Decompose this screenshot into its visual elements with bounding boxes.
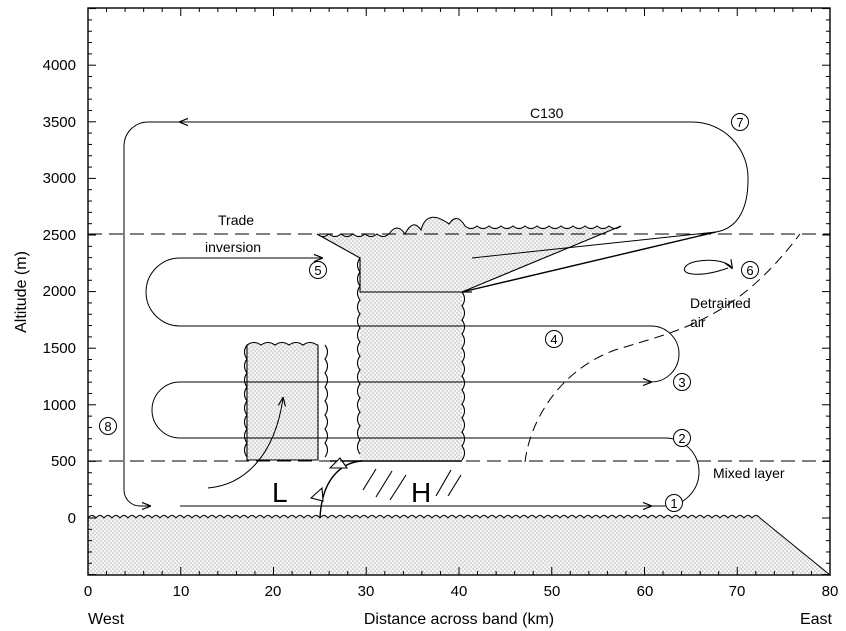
leg-marker: 5: [310, 262, 327, 279]
east-label: East: [800, 611, 833, 628]
low-pressure-label: L: [272, 477, 288, 508]
y-tick-label: 4000: [43, 57, 76, 74]
x-tick-label: 0: [84, 583, 92, 600]
sea-surface: [88, 516, 830, 576]
y-tick-label: 2000: [43, 283, 76, 300]
y-tick-label: 3500: [43, 114, 76, 131]
main-cloud-anvil: [317, 217, 621, 292]
leg-marker: 1: [666, 495, 683, 512]
y-tick-label: 3000: [43, 170, 76, 187]
svg-text:7: 7: [736, 115, 743, 130]
leg-marker: 4: [546, 331, 563, 348]
detrained-air-label: air: [690, 314, 706, 330]
west-label: West: [88, 611, 125, 628]
y-axis-title: Altitude (m): [13, 251, 30, 333]
leg-marker: 8: [100, 418, 117, 435]
svg-text:4: 4: [550, 332, 557, 347]
svg-text:1: 1: [670, 496, 677, 511]
svg-text:8: 8: [104, 419, 111, 434]
leg-marker: 3: [674, 374, 691, 391]
x-tick-label: 60: [637, 583, 654, 600]
main-cloud-right-edge: [462, 292, 465, 460]
front-barb-lower: [311, 488, 323, 501]
high-pressure-label: H: [411, 477, 431, 508]
front-barb-upper: [330, 458, 347, 468]
y-tick-label: 1500: [43, 340, 76, 357]
x-tick-label: 50: [544, 583, 561, 600]
aircraft-label: C130: [530, 105, 564, 121]
svg-text:2: 2: [678, 431, 685, 446]
leg-marker: 6: [742, 262, 759, 279]
x-tick-label: 30: [358, 583, 375, 600]
leg-marker: 2: [674, 430, 691, 447]
x-tick-label: 40: [451, 583, 468, 600]
trade-inversion-label: inversion: [205, 239, 261, 255]
svg-text:6: 6: [746, 263, 753, 278]
detrained-air-label: Detrained: [690, 295, 751, 311]
y-tick-label: 500: [51, 453, 76, 470]
left-cloud-right-edge: [325, 345, 328, 457]
y-tick-label: 0: [68, 510, 76, 527]
y-tick-label: 2500: [43, 227, 76, 244]
svg-text:3: 3: [678, 375, 685, 390]
x-tick-label: 20: [265, 583, 282, 600]
gust-front: [320, 461, 362, 518]
mixed-layer-label: Mixed layer: [713, 465, 785, 481]
x-axis-title: Distance across band (km): [364, 611, 554, 628]
y-tick-label: 1000: [43, 397, 76, 414]
main-cloud-left-edge: [358, 258, 361, 454]
x-tick-label: 10: [173, 583, 190, 600]
x-tick-label: 80: [822, 583, 839, 600]
leg-marker: 7: [732, 114, 749, 131]
svg-text:5: 5: [314, 263, 321, 278]
x-tick-label: 70: [729, 583, 746, 600]
trade-inversion-label: Trade: [218, 212, 254, 228]
